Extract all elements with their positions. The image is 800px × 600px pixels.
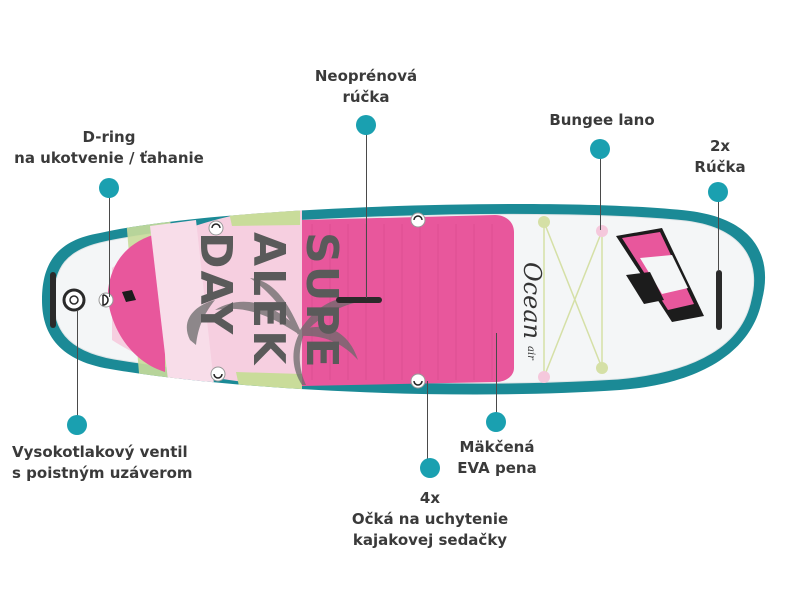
leader-line (496, 333, 497, 421)
bungee-anchor (538, 216, 550, 228)
tail-handle (716, 270, 722, 330)
callout-dot (356, 115, 376, 135)
palm-print (186, 278, 372, 385)
deck-print-line: ALEK (243, 232, 294, 366)
eva-traction-pad (302, 215, 514, 386)
valve-icon (62, 288, 86, 312)
bungee-anchor (596, 362, 608, 374)
eyelet-icon (410, 212, 426, 228)
small-brand-mark (122, 290, 136, 302)
callout-dot (708, 182, 728, 202)
label-eva: Mäkčená EVA pena (457, 438, 537, 477)
callout-dot (420, 458, 440, 478)
label-handles: 2x Rúčka (694, 137, 746, 176)
neoprene-handle (336, 297, 382, 303)
d-ring-icon (98, 292, 114, 308)
callout-dot (486, 412, 506, 432)
deck-stripe-lime (228, 205, 300, 226)
model-logo-suffix: air (525, 346, 536, 361)
deck-stripe-lime (236, 372, 302, 392)
leader-line (109, 189, 110, 297)
deck-stripe-white (150, 220, 214, 384)
callout-dot (590, 139, 610, 159)
model-logo-text: Ocean (518, 262, 546, 339)
leader-line (77, 310, 78, 424)
leader-line (600, 150, 601, 230)
leader-line (366, 126, 367, 298)
eyelet-icon (208, 220, 224, 236)
deck-print-line: DAY (190, 232, 241, 336)
pad-texture (311, 224, 493, 380)
model-logo: Ocean air (518, 262, 546, 361)
nose-handle (50, 272, 56, 328)
label-d-ring: D-ring na ukotvenie / ťahanie (14, 128, 204, 167)
deck-print: SUPE ALEK DAY (190, 232, 347, 370)
bungee-cord (543, 221, 603, 378)
eyelet-icon (210, 366, 226, 382)
deck-pattern-magenta (108, 232, 165, 372)
label-bungee: Bungee lano (549, 111, 655, 129)
bungee-anchor (596, 225, 608, 237)
brand-logo (616, 228, 704, 322)
label-valve: Vysokotlakový ventil s poistným uzáverom (12, 443, 193, 482)
leader-line (718, 193, 719, 271)
eyelet-icon (410, 373, 426, 389)
label-neoprene-handle: Neoprénová rúčka (314, 67, 418, 106)
leader-line (427, 381, 428, 467)
callout-dot (67, 415, 87, 435)
bungee-anchor (538, 371, 550, 383)
label-eyelets: 4x Očká na uchytenie kajakovej sedačky (351, 489, 509, 549)
callout-dot (99, 178, 119, 198)
